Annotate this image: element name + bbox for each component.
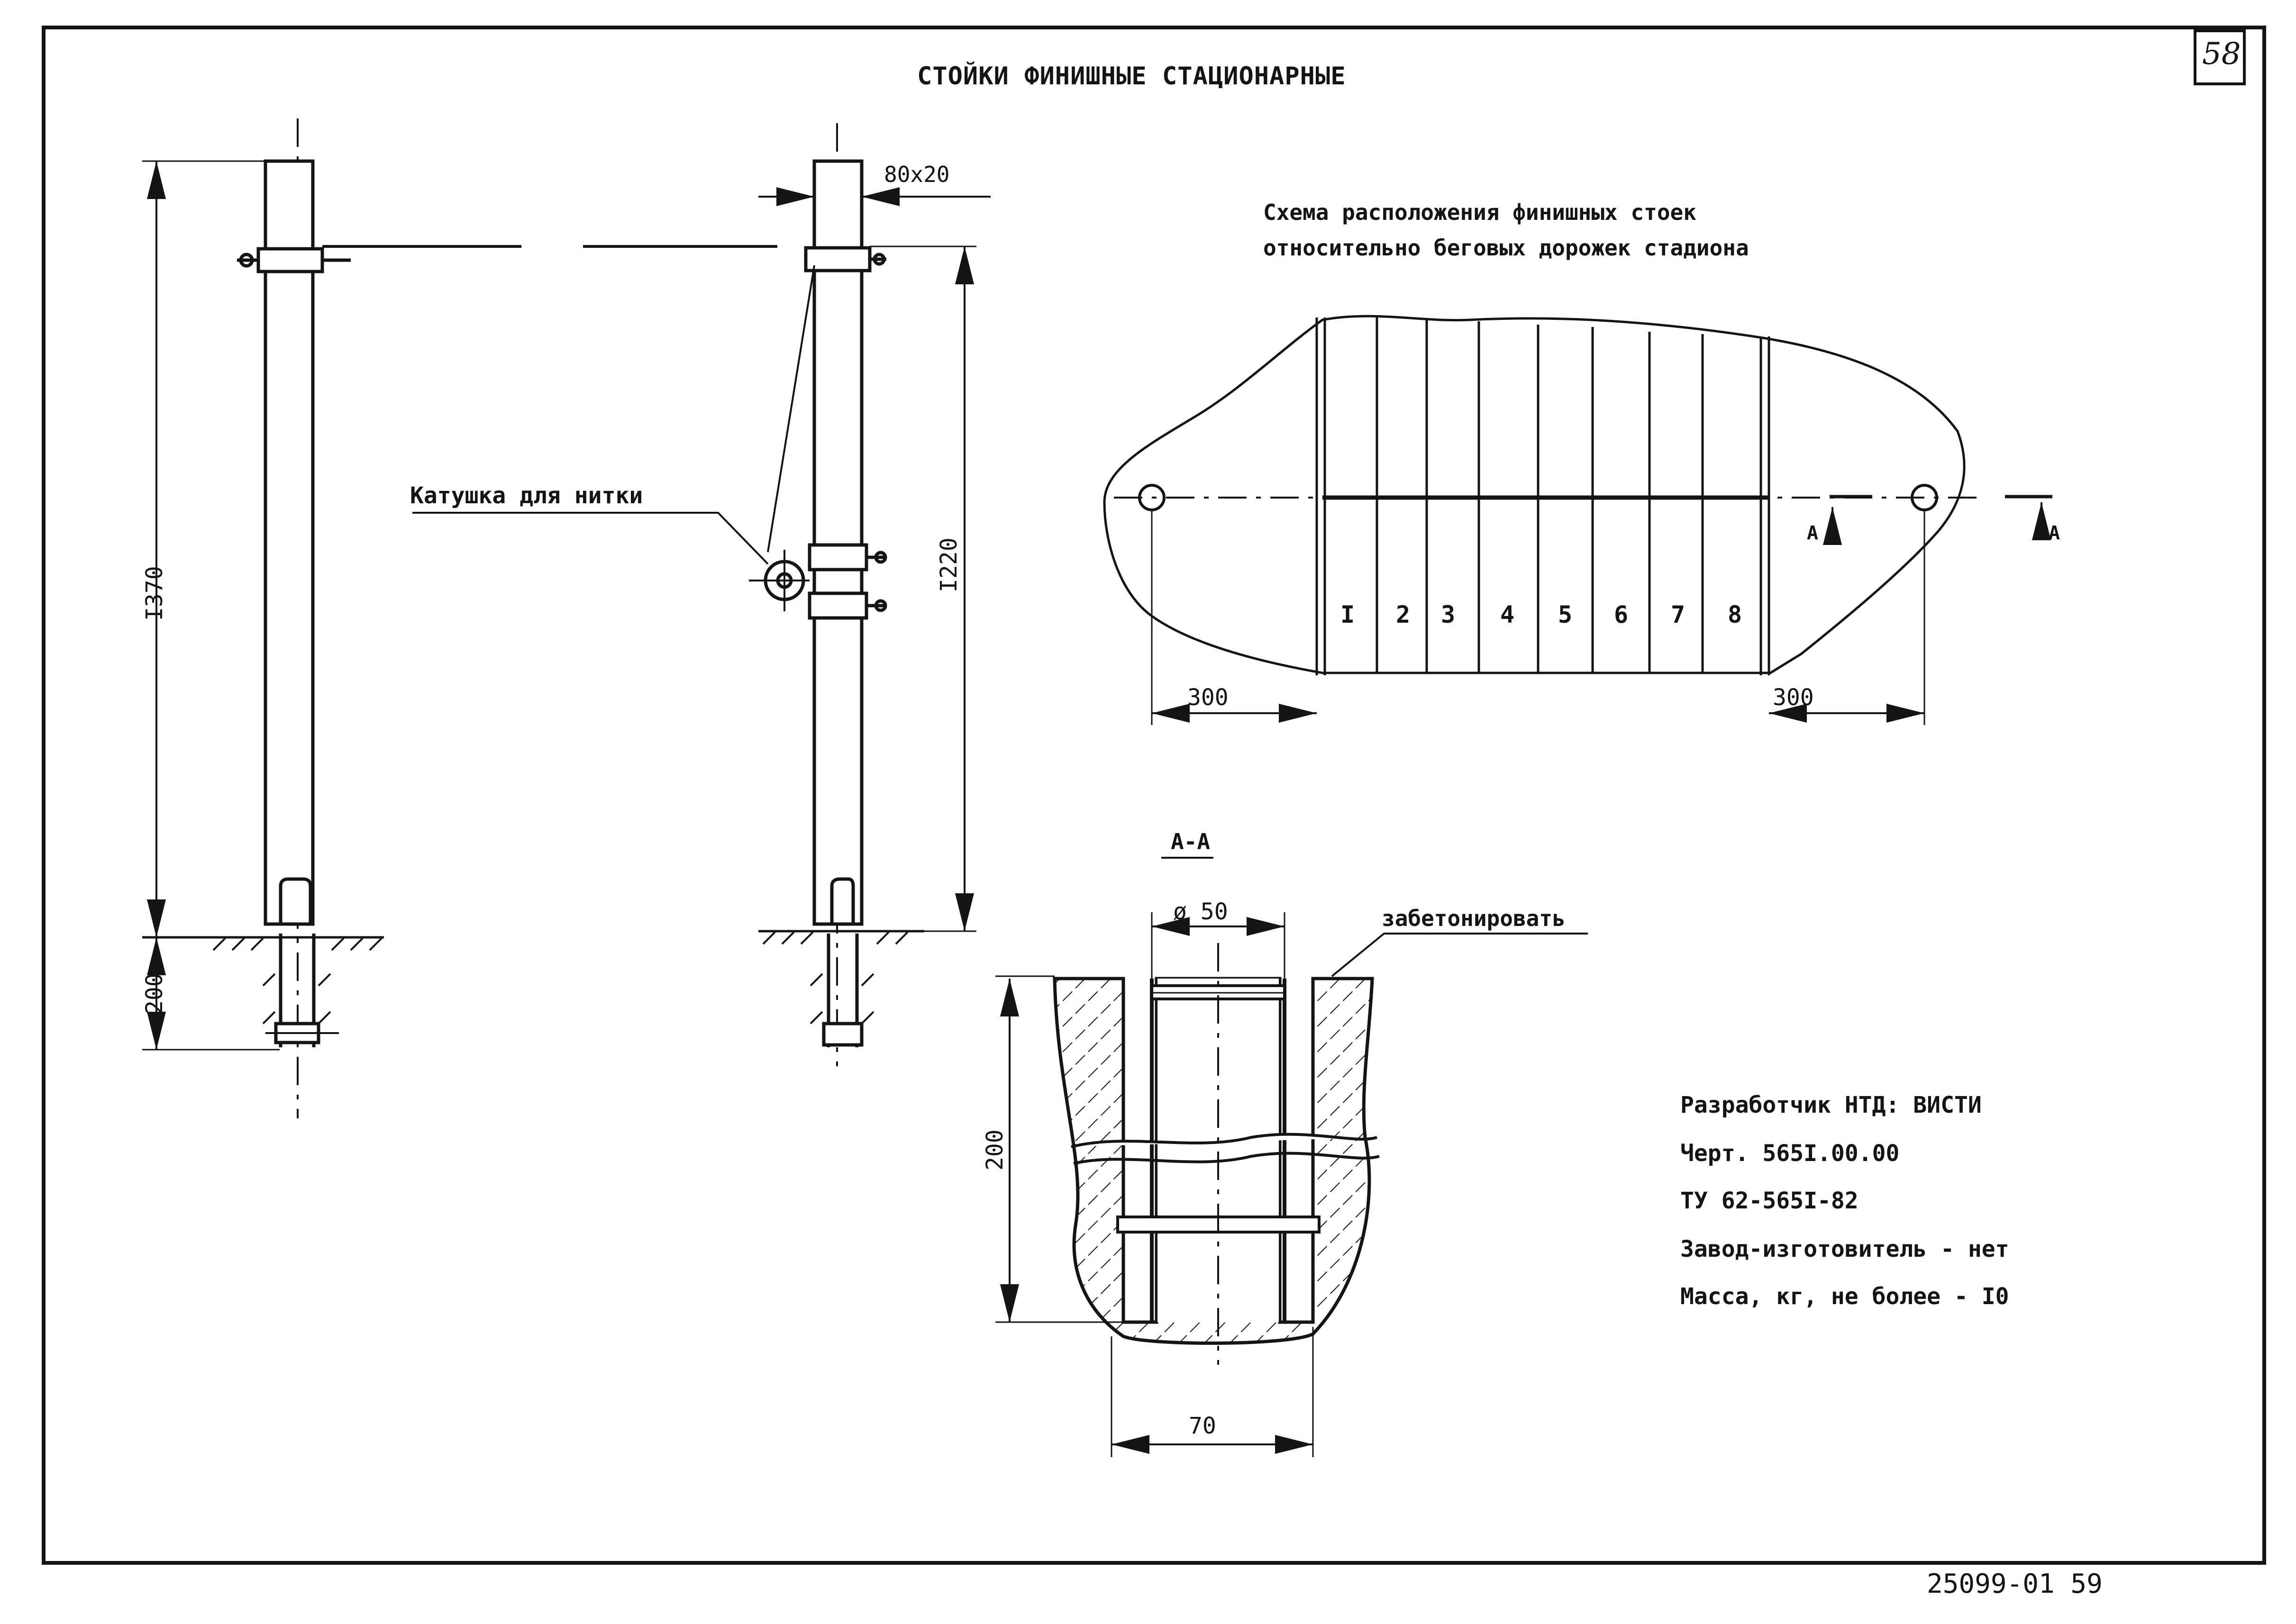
section-size-label: 80х20: [884, 162, 950, 187]
info-mass: Масса, кг, не более - I0: [1680, 1283, 2009, 1310]
lane-number: 7: [1671, 601, 1686, 628]
lane-number: 4: [1500, 601, 1515, 628]
lane-number: I: [1340, 601, 1355, 628]
scheme-title-line-2: относительно беговых дорожек стадиона: [1263, 235, 1749, 261]
lane-number: 2: [1396, 601, 1411, 628]
section-title: А-А: [1171, 829, 1211, 854]
info-drawing-number: Черт. 565I.00.00: [1680, 1140, 1900, 1167]
post-side-view: [749, 123, 991, 1066]
dimension-1370: I370: [141, 566, 168, 621]
info-developer: Разработчик НТД: ВИСТИ: [1680, 1092, 1982, 1118]
lane-number: 5: [1558, 601, 1573, 628]
dimension-70: 70: [1189, 1413, 1216, 1439]
dimension-300-right: 300: [1773, 684, 1814, 711]
diameter-label: ø 50: [1173, 898, 1228, 925]
post-front-view: [142, 118, 384, 1118]
lane-number: 8: [1728, 601, 1742, 628]
section-mark-left: А: [1807, 522, 1819, 544]
page-number: 58: [2202, 36, 2241, 72]
lane-number: 3: [1441, 601, 1456, 628]
track-scheme: [1103, 315, 2052, 725]
coil-leader-line: [412, 512, 769, 565]
drawing-title: СТОЙКИ ФИНИШНЫЕ СТАЦИОНАРНЫЕ: [917, 62, 1346, 91]
frame: [42, 26, 2266, 1565]
dimension-200-section: 200: [982, 1129, 1008, 1170]
coil-label: Катушка для нитки: [410, 482, 643, 509]
section-a-a: [995, 857, 1588, 1457]
scheme-title-line-1: Схема расположения финишных стоек: [1263, 200, 1696, 225]
lane-number: 6: [1614, 601, 1629, 628]
archive-stamp: 25099-01 59: [1927, 1569, 2103, 1599]
dimension-300-left: 300: [1187, 684, 1229, 711]
page-number-box: [2194, 29, 2246, 85]
dimension-200-left: 200: [141, 973, 168, 1014]
section-mark-right: А: [2049, 522, 2060, 544]
concrete-note: забетонировать: [1382, 906, 1566, 931]
dimension-1220: I220: [936, 537, 962, 592]
info-spec: ТУ 62-565I-82: [1680, 1188, 1859, 1214]
info-manufacturer: Завод-изготовитель - нет: [1680, 1236, 2009, 1262]
